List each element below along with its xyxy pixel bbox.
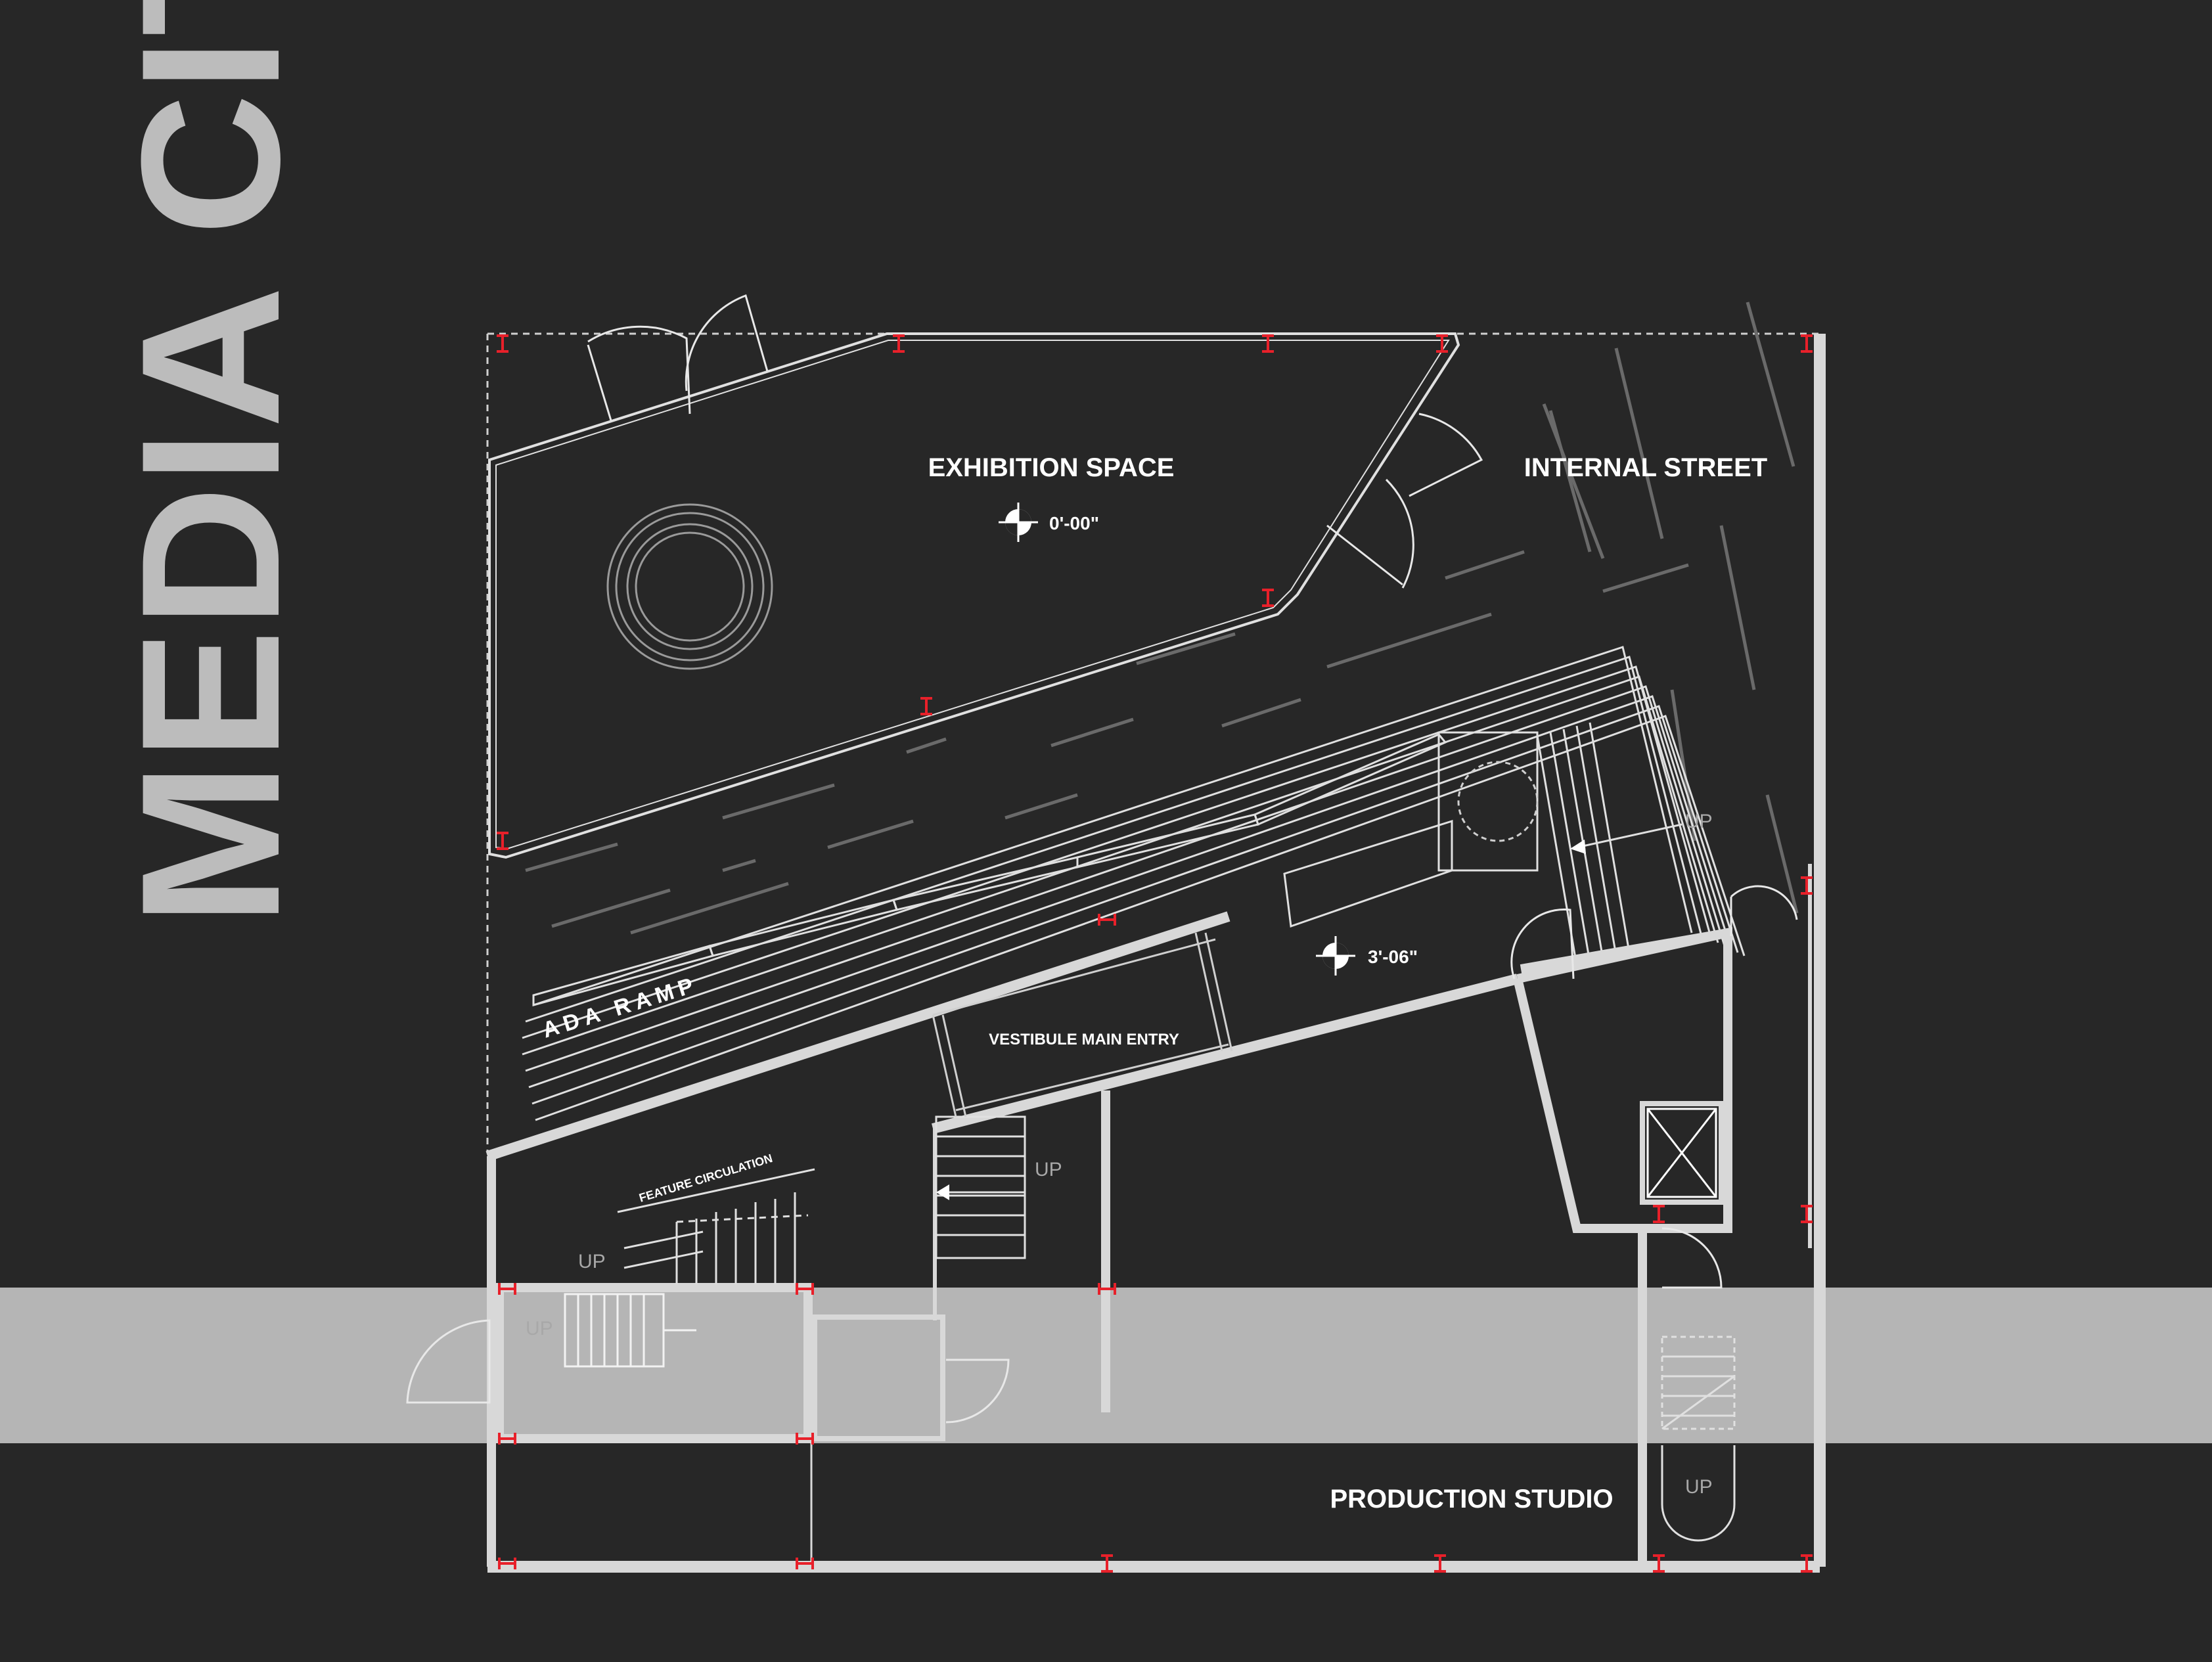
- label-internal-street: INTERNAL STREET: [1524, 453, 1767, 482]
- elevation-marker-upper: [1316, 936, 1355, 976]
- internal-street-dashes: [525, 302, 1799, 935]
- stair-arrow: [1576, 823, 1682, 849]
- label-exhibition-space: EXHIBITION SPACE: [928, 453, 1175, 482]
- label-up-vestibule: UP: [1035, 1159, 1062, 1180]
- column-markers: [497, 334, 1813, 1573]
- label-ada-ramp: ADA RAMP: [539, 972, 701, 1043]
- feature-stair: [617, 1168, 815, 1284]
- stair-arrowhead: [1570, 840, 1586, 854]
- label-elevation-main: 0'-00": [1049, 513, 1099, 533]
- vestibule-stair: [935, 1115, 1026, 1259]
- lower-stair: [564, 1293, 696, 1368]
- ramp-stairs: [1536, 722, 1631, 966]
- vestibule-stair-arrowhead: [936, 1184, 949, 1200]
- label-up-studio: UP: [1685, 1476, 1713, 1498]
- label-up-ramp: UP: [1685, 811, 1713, 832]
- label-feature-circulation: FEATURE CIRCULATION: [637, 1152, 774, 1205]
- label-up-feature: UP: [578, 1251, 606, 1272]
- elevator-icon: [1646, 1108, 1717, 1198]
- label-production-studio: PRODUCTION STUDIO: [1330, 1485, 1613, 1514]
- elevation-marker-main: [999, 503, 1038, 542]
- doors: [406, 294, 1798, 1424]
- page-title: MEDIA CITY: [100, 0, 321, 926]
- exhibition-outline: [488, 332, 1460, 859]
- studio-stair: [1661, 1336, 1736, 1542]
- walls: [485, 334, 1826, 1573]
- spiral-feature: [606, 503, 773, 670]
- label-elevation-upper: 3'-06": [1368, 947, 1418, 967]
- label-up-lower: UP: [526, 1318, 553, 1339]
- vestibule-glazing: [932, 932, 1233, 1117]
- label-vestibule: VESTIBULE MAIN ENTRY: [989, 1031, 1179, 1048]
- ramp-platforms: [532, 731, 1539, 1006]
- ramp-lines: [522, 646, 1746, 1121]
- exhibition-outline-inner: [495, 340, 1450, 850]
